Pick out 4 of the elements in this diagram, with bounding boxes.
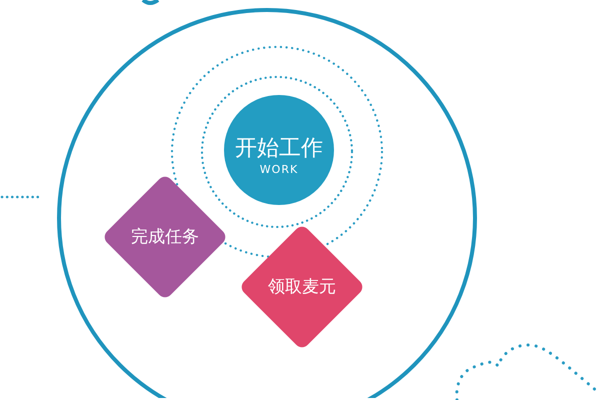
label: 完成任务	[130, 226, 200, 248]
subtitle: WORK	[258, 163, 300, 176]
title: 开始工作	[234, 135, 324, 163]
label: 领取麦元	[267, 276, 337, 298]
